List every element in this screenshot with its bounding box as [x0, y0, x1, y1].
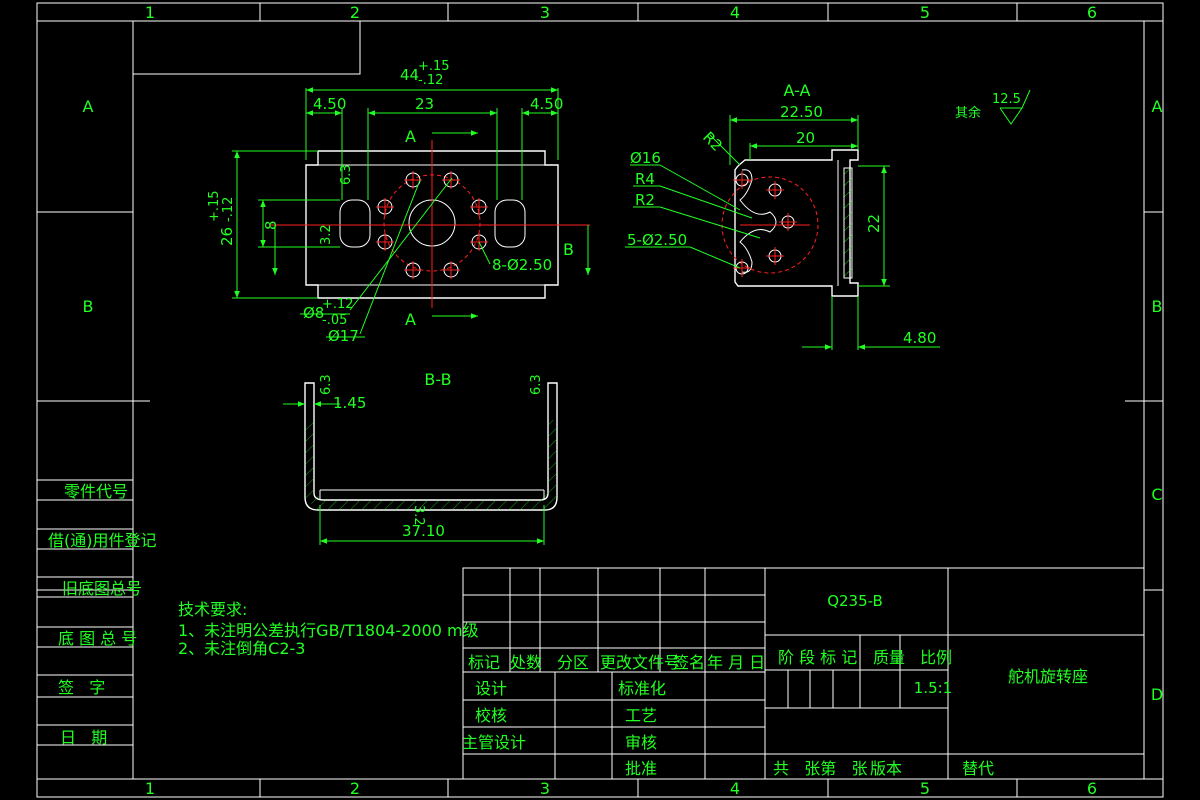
roughness-b-right: 6.3	[529, 374, 544, 395]
version-label: 版本	[870, 759, 902, 778]
check-label: 校核	[475, 706, 507, 725]
dim-left-offset: 4.50	[313, 95, 346, 113]
col-label-top: 4	[730, 3, 740, 22]
header-sign: 签名	[673, 653, 705, 672]
section-a-title: A-A	[784, 81, 811, 100]
col-label-bottom: 2	[350, 779, 360, 798]
col-label-top: 2	[350, 3, 360, 22]
dim-diameter-16: Ø16	[630, 149, 661, 167]
dim-radius-2: R2	[635, 191, 655, 209]
dim-thickness: 4.80	[903, 329, 936, 347]
replace-label: 替代	[962, 759, 994, 778]
dim-total-width: 44	[400, 66, 419, 84]
section-label-a-bottom: A	[405, 310, 416, 329]
dim-bolt-circle: Ø17	[328, 327, 359, 345]
process-label: 工艺	[625, 706, 657, 725]
roughness-rest-value: 12.5	[992, 92, 1021, 107]
row-label-left: A	[83, 97, 94, 116]
dim-mid-span: 23	[415, 95, 434, 113]
col-label-bottom: 5	[920, 779, 930, 798]
tech-requirements: 技术要求: 1、未注明公差执行GB/T1804-2000 m级 2、未注倒角C2…	[178, 600, 479, 658]
scale-label: 比例	[920, 648, 952, 667]
header-date: 年 月 日	[707, 653, 765, 672]
dim-right-offset: 4.50	[530, 95, 563, 113]
dim-channel-width: 37.10	[402, 522, 445, 540]
section-label-b-right: B	[563, 240, 574, 259]
dim-holes-section: 5-Ø2.50	[627, 231, 687, 249]
row-label-right: D	[1151, 685, 1163, 704]
col-label-top: 1	[145, 3, 155, 22]
col-label-bottom: 3	[540, 779, 550, 798]
col-label-top: 6	[1087, 3, 1097, 22]
tol-total-minus: -.12	[418, 73, 443, 88]
tol-total-plus: +.15	[418, 59, 450, 74]
drawing-frame	[36, 2, 1164, 798]
header-zone: 分区	[557, 653, 589, 672]
signature-label: 签 字	[58, 678, 105, 697]
weight-label: 质量	[873, 648, 905, 667]
left-panel: 零件代号 借(通)用件登记 旧底图总号 底 图 总 号 签 字 日 期	[37, 479, 157, 747]
header-count: 处数	[510, 653, 542, 672]
col-label-bottom: 4	[730, 779, 740, 798]
roughness-note: 其余 12.5	[955, 89, 1031, 125]
col-label-top: 3	[540, 3, 550, 22]
header-mark: 标记	[468, 653, 500, 672]
chief-design-label: 主管设计	[462, 733, 526, 752]
date-label: 日 期	[60, 728, 107, 747]
dim-slot-width: 8	[262, 220, 280, 230]
part-code-label: 零件代号	[64, 482, 128, 501]
scale-value: 1.5:1	[914, 679, 952, 697]
section-label-a-top: A	[405, 127, 416, 146]
old-base-number-label: 旧底图总号	[62, 579, 142, 598]
tech-requirements-title: 技术要求:	[178, 600, 247, 619]
section-b-title: B-B	[424, 370, 451, 389]
tech-requirement-1: 1、未注明公差执行GB/T1804-2000 m级	[178, 621, 479, 640]
roughness-main-b: 3.2	[319, 224, 334, 245]
dim-radius-top: R2	[699, 128, 726, 155]
stage-mark-label: 阶 段 标 记	[778, 648, 857, 667]
tech-requirement-2: 2、未注倒角C2-3	[178, 639, 306, 658]
row-label-right: C	[1151, 485, 1162, 504]
review-label: 审核	[625, 733, 657, 752]
main-view: A A B 44 +.15 -.12 4.50 23 4.50 26 +.15 …	[207, 59, 591, 345]
material-value: Q235-B	[827, 592, 883, 610]
roughness-b-left: 6.3	[319, 374, 334, 395]
sheets-label: 共 张第 张	[773, 759, 868, 778]
row-label-right: B	[1152, 297, 1163, 316]
dim-height: 26	[218, 227, 236, 246]
col-label-top: 5	[920, 3, 930, 22]
standardize-label: 标准化	[618, 679, 666, 698]
row-label-left: B	[83, 297, 94, 316]
dim-outer-width: 22.50	[780, 103, 823, 121]
title-block: Q235-B 标记 处数 分区 更改文件号 签名 年 月 日 阶 段 标 记 质…	[462, 567, 1145, 780]
section-b-view: B-B 1.45 37.10 6.3 6.3 3.2	[283, 370, 558, 545]
roughness-rest-label: 其余	[955, 105, 981, 121]
tol-bore-plus: +.12	[322, 297, 354, 312]
col-label-bottom: 6	[1087, 779, 1097, 798]
header-doc: 更改文件号	[600, 653, 680, 672]
tol-height-minus: -.12	[221, 197, 236, 222]
grid-labels: 1 2 3 4 5 6 1 2 3 4 5 6 A B A B C D	[83, 3, 1164, 798]
dim-radius-4: R4	[635, 170, 655, 188]
row-label-right: A	[1152, 97, 1163, 116]
section-a-view: A-A 22.50 20 R2 Ø16 R4	[625, 81, 940, 350]
dim-section-height: 22	[865, 214, 883, 233]
borrow-register-label: 借(通)用件登记	[48, 531, 157, 550]
tol-bore-minus: -.05	[322, 313, 347, 328]
roughness-main-a: 6.3	[339, 164, 354, 185]
dim-holes-main: 8-Ø2.50	[492, 256, 552, 274]
roughness-b-bottom: 3.2	[411, 505, 426, 526]
dim-wall-thickness: 1.45	[333, 394, 366, 412]
part-name: 舵机旋转座	[1008, 667, 1088, 686]
dim-inner-width: 20	[796, 129, 815, 147]
base-number-label: 底 图 总 号	[58, 629, 137, 648]
col-label-bottom: 1	[145, 779, 155, 798]
tol-height-plus: +.15	[207, 190, 222, 222]
dim-bore: Ø8	[303, 304, 324, 322]
design-label: 设计	[475, 679, 507, 698]
approve-label: 批准	[625, 759, 657, 778]
